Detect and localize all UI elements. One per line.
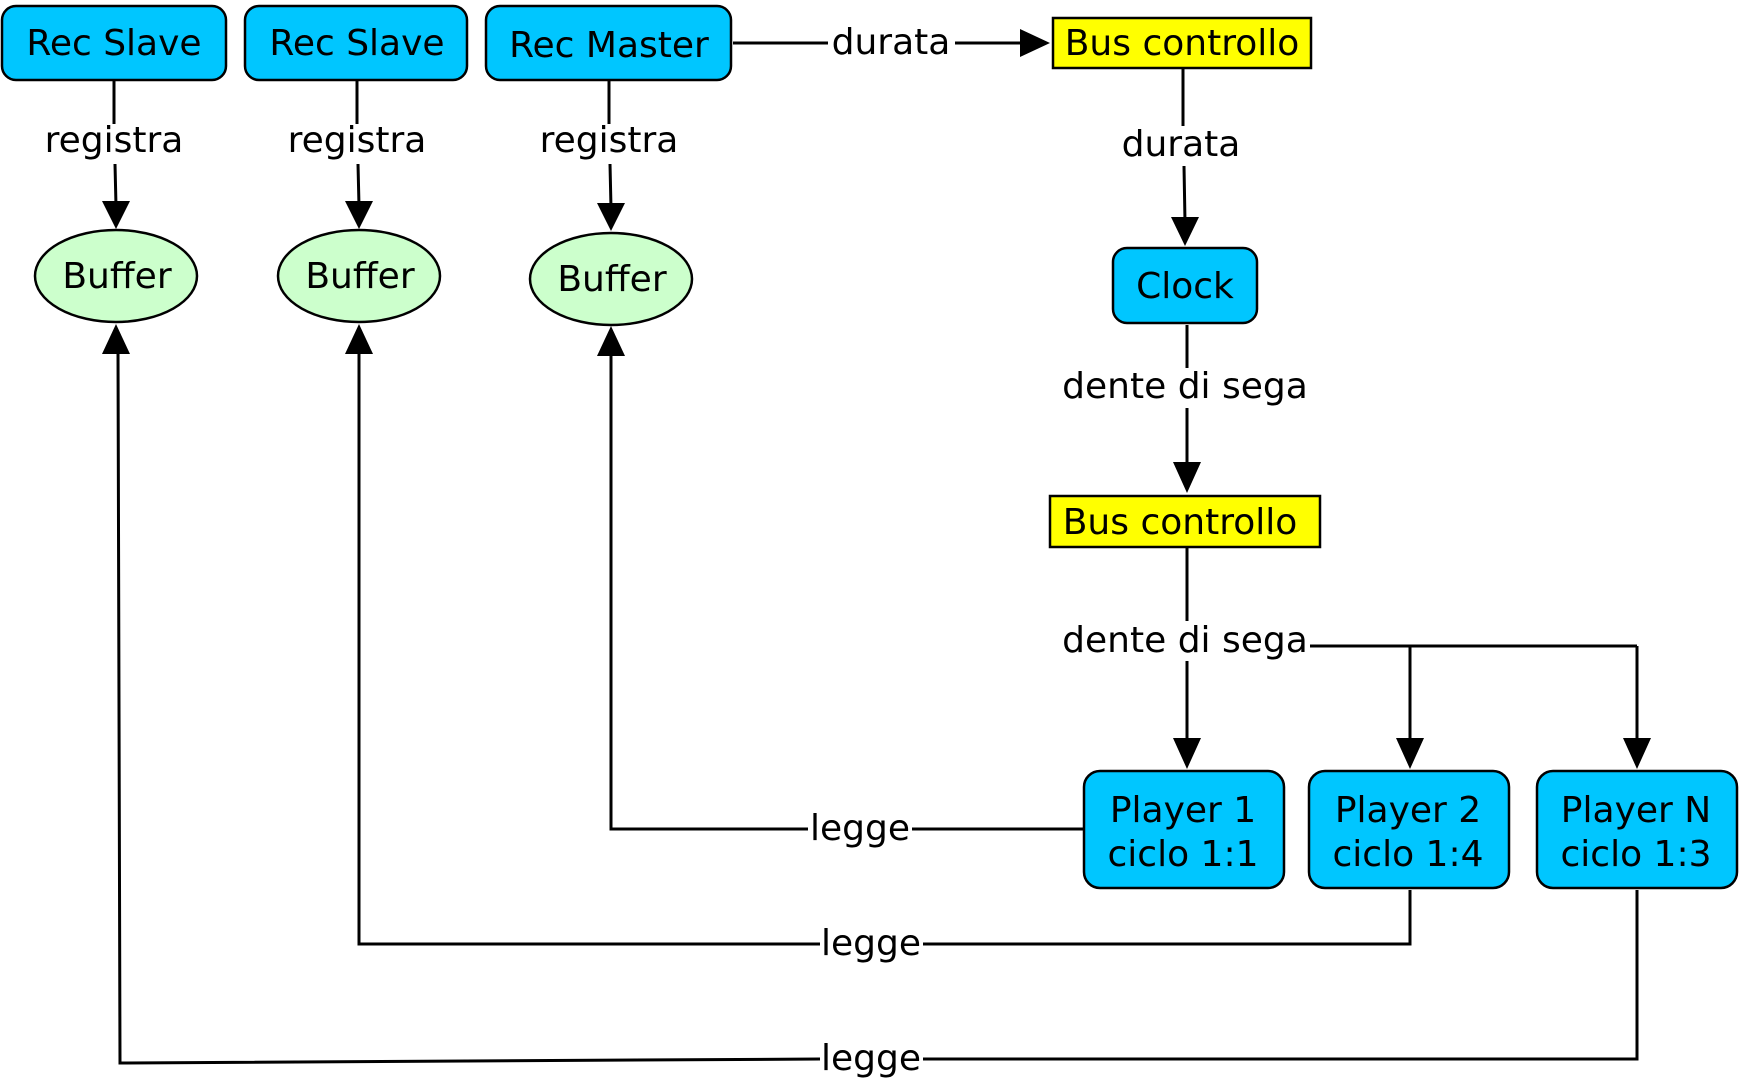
player-1-name: Player 1 [1110, 790, 1256, 831]
arrowhead [1623, 738, 1651, 769]
buffer-1-label: Buffer [62, 256, 171, 297]
edge-label-legge-2: legge [821, 923, 921, 964]
edge-label-legge-1: legge [810, 808, 910, 849]
edge-label-registra-2: registra [288, 120, 427, 161]
clock-label: Clock [1136, 266, 1234, 307]
arrowhead [597, 326, 625, 356]
player-n-box [1535, 769, 1739, 890]
bus-controllo-2-box [1048, 494, 1322, 549]
arrowhead [345, 324, 373, 354]
edge-recslave1-buffer1 [112, 81, 118, 207]
edge-label-registra-3: registra [540, 120, 679, 161]
arrowhead [1171, 217, 1199, 246]
player-2-box [1307, 769, 1511, 890]
edge-label-legge-3: legge [821, 1038, 921, 1079]
rec-master-label: Rec Master [509, 25, 709, 66]
arrowhead [1020, 29, 1050, 57]
buffer-1-ellipse [33, 228, 199, 324]
player-1-box [1082, 769, 1286, 890]
player-n-name: Player N [1561, 790, 1711, 831]
buffer-3-label: Buffer [557, 259, 666, 300]
player-2-name: Player 2 [1335, 790, 1481, 831]
arrowhead [102, 201, 130, 229]
arrowhead [1173, 738, 1201, 769]
clock-box [1111, 246, 1259, 325]
rec-slave-2-box [243, 4, 469, 82]
bus-controllo-1-label: Bus controllo [1065, 23, 1300, 64]
edge-label-durata-mid: durata [1122, 124, 1241, 165]
bus-controllo-1-box [1051, 16, 1313, 70]
arrowhead [102, 324, 130, 354]
edge-recmaster-buffer3 [607, 81, 613, 209]
arrowhead [1396, 738, 1424, 769]
edge-bus1-clock [1181, 68, 1187, 223]
edge-player1-buffer3 [609, 352, 1083, 831]
buffer-2-ellipse [276, 228, 442, 324]
edge-playern-buffer1 [116, 349, 1639, 1065]
edge-label-durata-top: durata [832, 22, 951, 63]
edge-recslave2-buffer2 [355, 81, 361, 207]
player-n-cycle: ciclo 1:3 [1561, 834, 1712, 875]
player-1-cycle: ciclo 1:1 [1108, 834, 1259, 875]
edge-label-dente-1: dente di sega [1062, 366, 1308, 407]
buffer-3-ellipse [528, 231, 694, 327]
bus-controllo-2-label: Bus controllo [1063, 502, 1298, 543]
edge-label-dente-2: dente di sega [1062, 620, 1308, 661]
rec-master-box [484, 4, 733, 82]
buffer-2-label: Buffer [305, 256, 414, 297]
player-2-cycle: ciclo 1:4 [1333, 834, 1484, 875]
arrowhead [345, 201, 373, 229]
edge-bus2-player2 [1310, 644, 1637, 742]
edge-player2-buffer2 [357, 350, 1412, 946]
rec-slave-1-box [0, 4, 228, 82]
arrowhead [1173, 462, 1201, 493]
arrowhead [597, 203, 625, 231]
rec-slave-2-label: Rec Slave [269, 23, 444, 64]
edge-label-registra-1: registra [45, 120, 184, 161]
rec-slave-1-label: Rec Slave [26, 23, 201, 64]
